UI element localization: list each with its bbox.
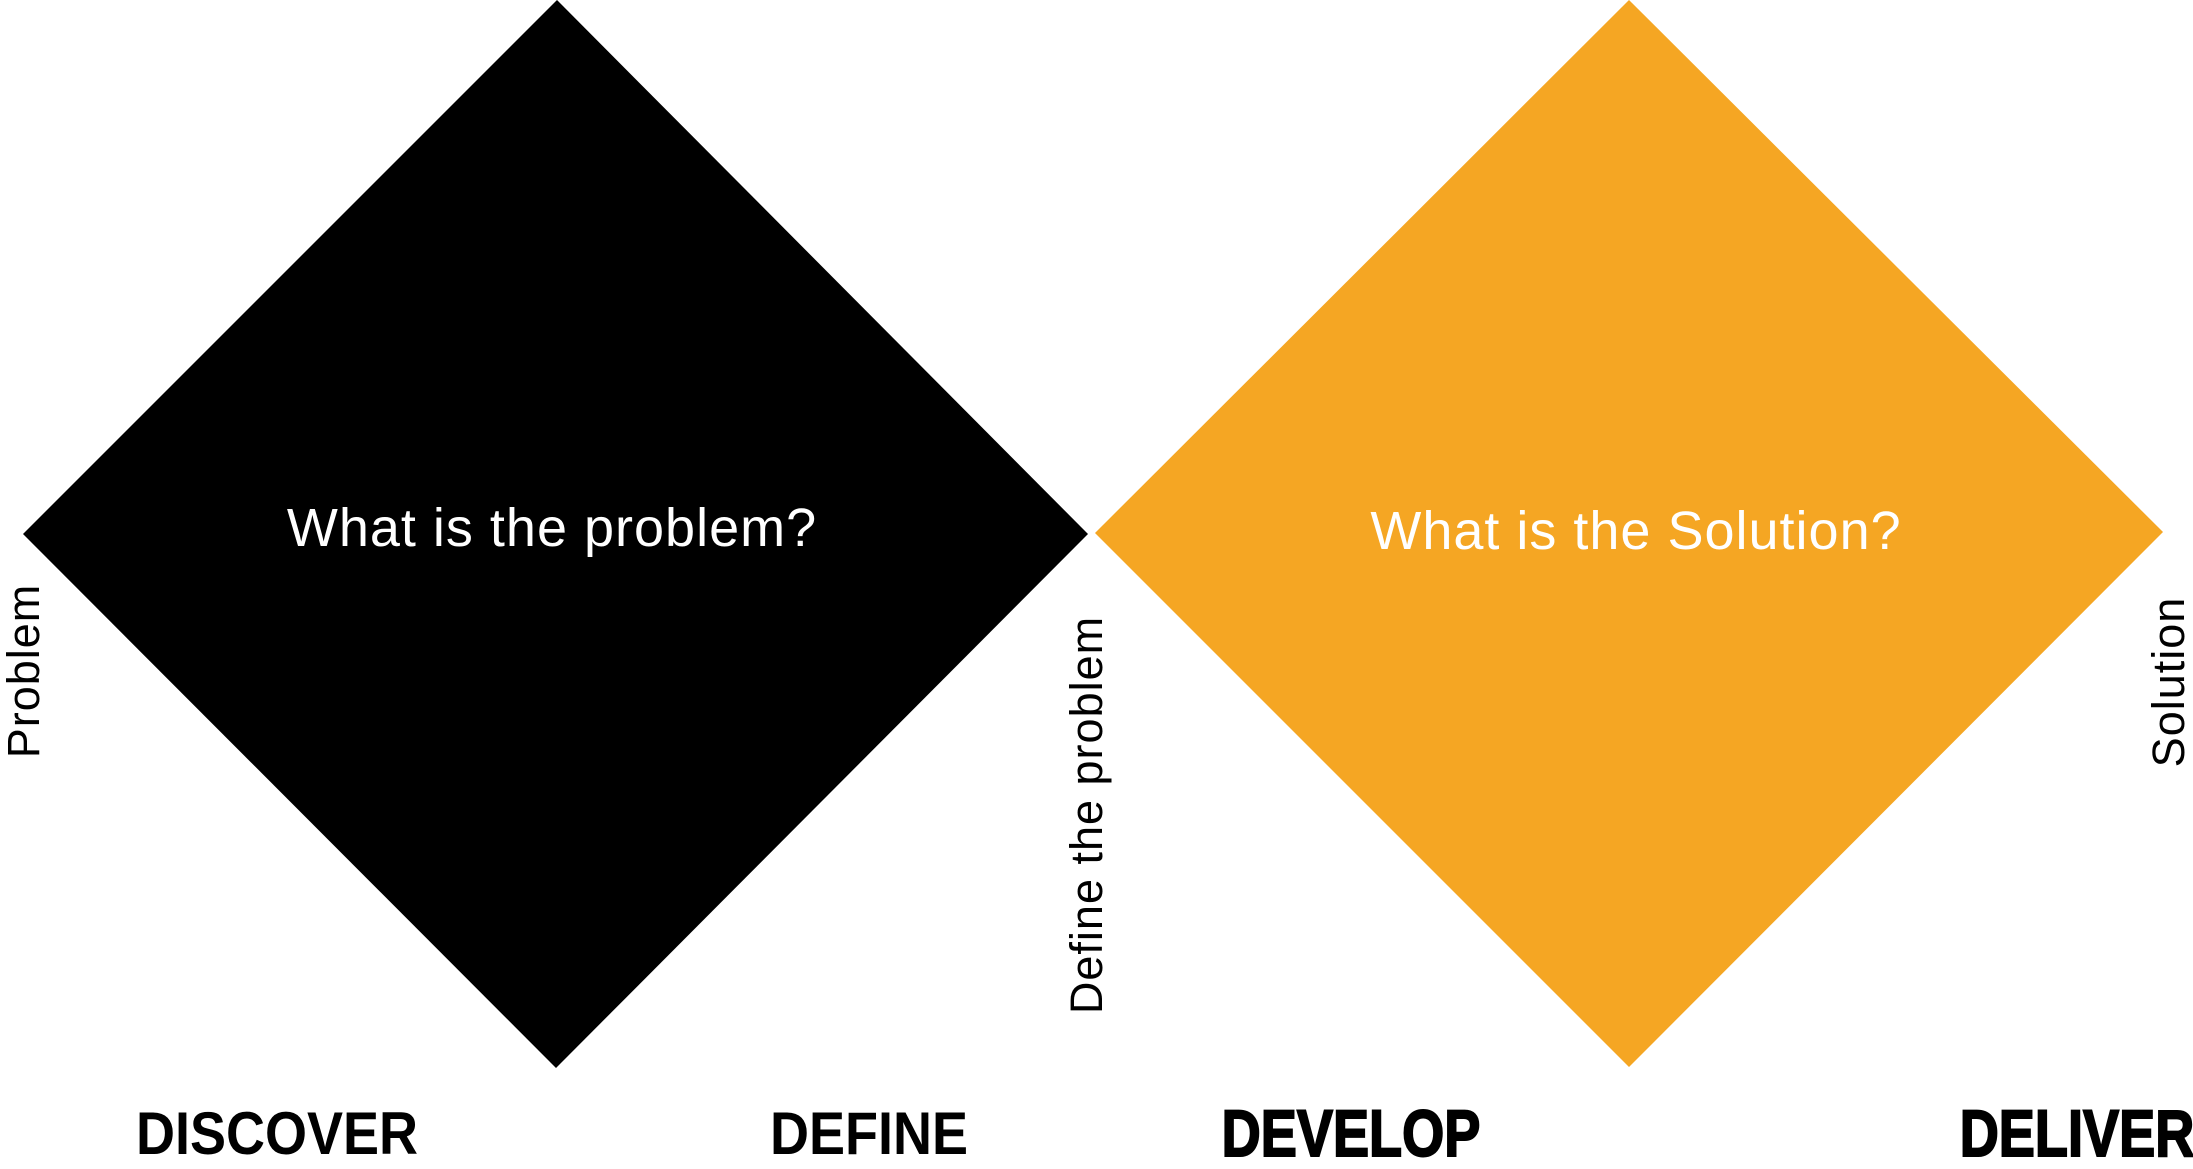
phase-label-discover: DISCOVER xyxy=(135,1100,419,1167)
problem-question-text: What is the problem? xyxy=(286,498,818,558)
solution-diamond-shape xyxy=(1095,0,2163,1067)
solution-edge-label: Solution xyxy=(2143,596,2193,768)
define-the-problem-edge-label: Define the problem xyxy=(1061,615,1112,1015)
phase-label-define: DEFINE xyxy=(769,1100,969,1167)
problem-edge-label: Problem xyxy=(0,583,49,759)
phase-label-deliver: DELIVER xyxy=(1959,1096,2193,1169)
phase-label-develop: DEVELOP xyxy=(1221,1096,1481,1169)
solution-question-text: What is the Solution? xyxy=(1370,501,1902,561)
problem-diamond-shape xyxy=(23,0,1088,1068)
